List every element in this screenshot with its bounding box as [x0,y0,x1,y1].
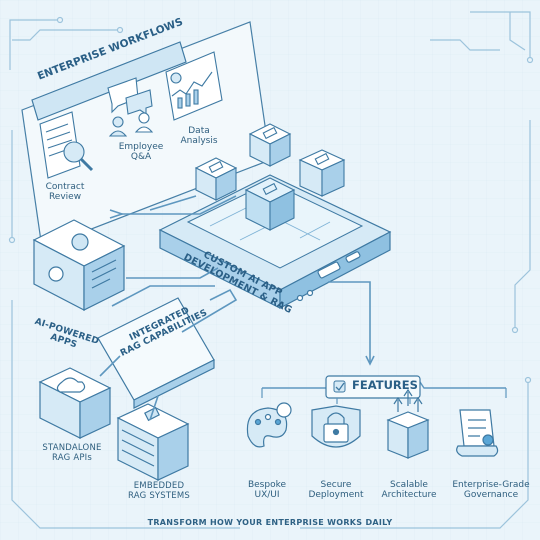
workflow-item-employee-qa: Employee Q&A [110,142,172,163]
workflow-item-label: Q&A [130,152,152,163]
workflow-item-label: Data [188,126,210,136]
feature-label: Enterprise-Grade [452,480,530,490]
workflow-item-contract-review: Contract Review [36,182,94,203]
feature-secure-deployment: Secure Deployment [302,480,370,501]
feature-label: Bespoke [247,480,287,490]
features-bar [261,375,507,404]
tagline: TRANSFORM HOW YOUR ENTERPRISE WORKS DAIL… [147,518,393,527]
feature-enterprise-governance: Enterprise-Grade Governance [446,480,536,501]
ai-powered-apps-cube [32,219,126,311]
feature-label: Secure [320,480,352,490]
feature-label: UX/UI [254,490,280,501]
circuit-frame [8,11,534,529]
feature-bespoke-uxui: Bespoke UX/UI [236,480,298,501]
workflow-item-label: Review [48,192,82,203]
workflow-item-label: Employee [118,142,164,152]
palette-gear-icon [246,402,292,448]
padlock-icon [311,405,361,448]
server-stack-arrows-icon [386,388,430,459]
feature-label: Architecture [381,490,437,501]
feature-scalable-architecture: Scalable Architecture [374,480,444,501]
standalone-line: STANDALONE [42,443,102,453]
workflow-item-label: Analysis [180,136,218,147]
feature-label: Governance [463,490,519,501]
feature-label: Deployment [308,490,364,501]
embedded-rag-systems-label: EMBEDDED RAG SYSTEMS [116,481,202,502]
features-title: FEATURES [352,378,418,392]
certificate-scroll-icon [456,409,499,457]
embedded-line: RAG SYSTEMS [128,490,190,501]
standalone-rag-apis-cube [38,367,112,439]
embedded-line: EMBEDDED [133,481,185,491]
workflow-item-data-analysis: Data Analysis [166,126,232,147]
embedded-rag-systems-server [116,403,190,481]
integrated-rag-banner [97,297,215,409]
analytics-dashboard-icon [165,51,223,121]
hub-module-cubes [194,123,346,231]
central-hub-platform [158,174,392,309]
contract-magnifier-icon [39,111,94,179]
chat-users-icon [107,77,154,137]
standalone-rag-apis-label: STANDALONE RAG APIs [30,443,114,464]
connector-lines [99,195,375,421]
feature-label: Scalable [390,480,428,490]
workflow-item-label: Contract [45,182,85,192]
standalone-line: RAG APIs [52,452,92,463]
